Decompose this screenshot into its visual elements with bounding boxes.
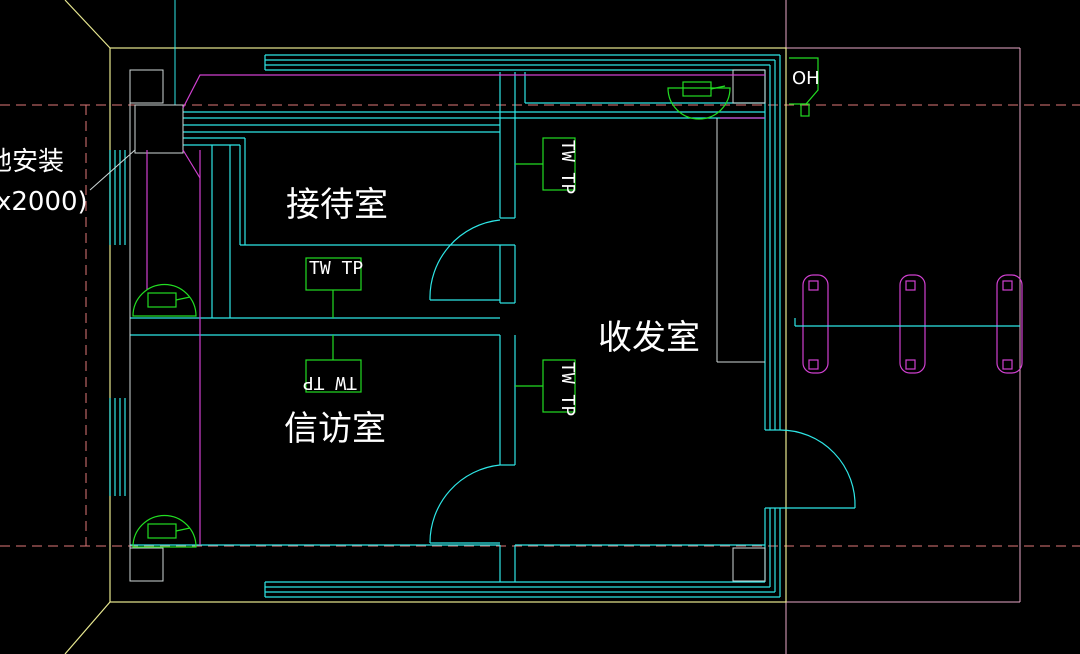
- fan-unit-top-right: [667, 81, 731, 120]
- oh-box: [789, 57, 819, 117]
- devices: [132, 57, 819, 548]
- tw-tp-box-mail-upper: [515, 137, 576, 191]
- tag-label-petition: TW TP: [303, 372, 357, 393]
- side-note-line1: 地安装: [0, 147, 64, 177]
- grid-lines: [112, 0, 1021, 654]
- building-boundary: [64, 0, 787, 654]
- tw-tp-box-mail-lower: [515, 359, 576, 413]
- pipes: [146, 74, 1023, 545]
- tag-label-mail-upper: TW TP: [557, 140, 578, 194]
- room-label-reception: 接待室: [286, 185, 388, 225]
- doors: [429, 219, 856, 544]
- tag-label-corridor: TW TP: [309, 258, 363, 279]
- room-label-petition: 信访室: [284, 409, 386, 449]
- columns: [89, 69, 766, 582]
- tw-tp-box-petition: [305, 335, 362, 393]
- tw-tp-box-corridor: [305, 257, 362, 318]
- walls: [109, 54, 781, 598]
- door-reception: [429, 219, 501, 301]
- fan-unit-lower-left: [132, 514, 197, 548]
- external-pipe: [794, 318, 1020, 327]
- door-exterior: [779, 429, 856, 509]
- oh-label: OH: [792, 68, 820, 89]
- fan-unit-upper-left: [132, 283, 197, 317]
- side-note-line2: x2000): [0, 187, 88, 217]
- tag-label-mail-lower: TW TP: [557, 362, 578, 416]
- room-label-mailroom: 收发室: [598, 318, 700, 358]
- door-petition: [429, 464, 501, 544]
